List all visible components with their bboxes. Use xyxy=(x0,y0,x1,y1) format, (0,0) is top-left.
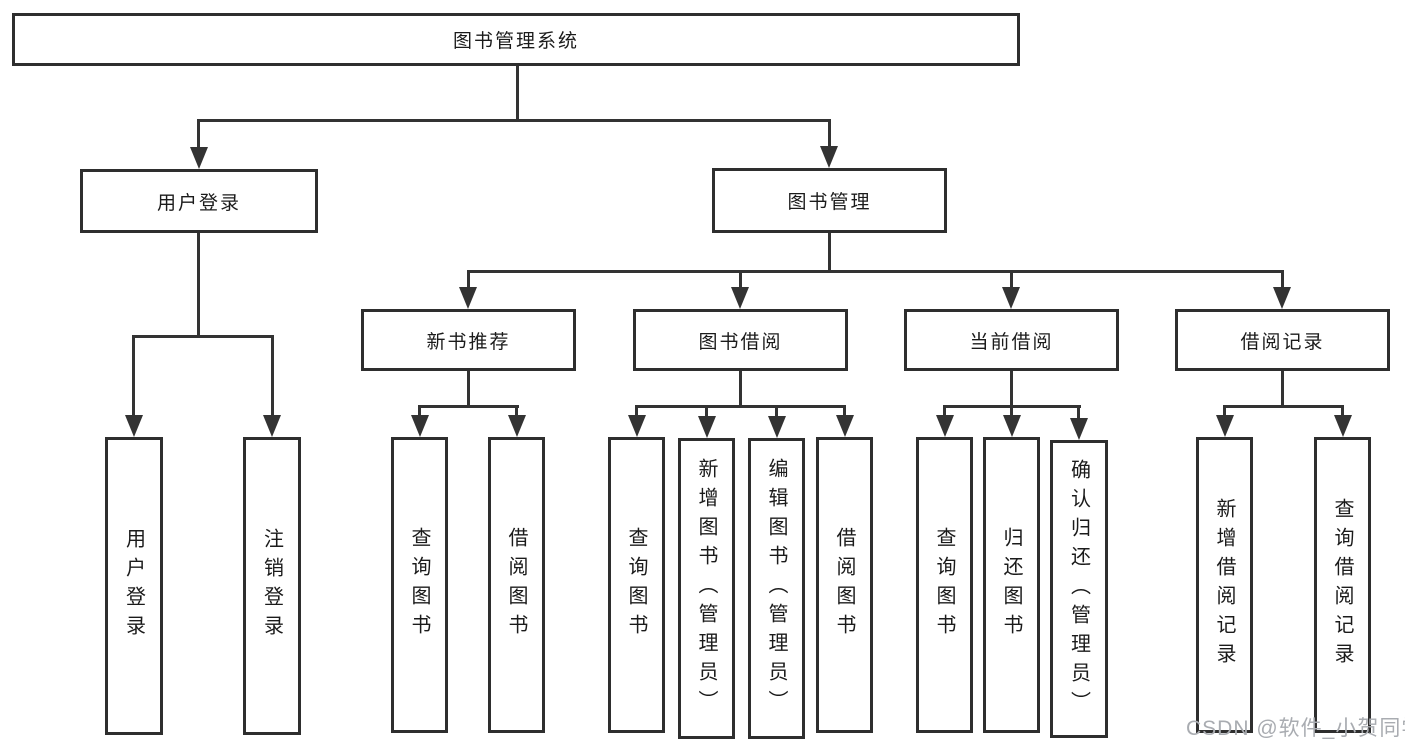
arrowhead-icon xyxy=(125,415,143,437)
leaf-borrowing-query-books: 查询图书 xyxy=(608,437,665,733)
connector-line xyxy=(197,119,200,149)
connector-line xyxy=(132,335,274,338)
connector-line xyxy=(197,119,831,122)
leaf-user-login: 用户登录 xyxy=(105,437,163,735)
leaf-borrowing-borrow-books: 借阅图书 xyxy=(816,437,873,733)
node-current-borrowing: 当前借阅 xyxy=(904,309,1119,371)
arrowhead-icon xyxy=(731,287,749,309)
connector-line xyxy=(132,335,135,415)
arrowhead-icon xyxy=(263,415,281,437)
connector-line xyxy=(705,405,708,418)
arrowhead-icon xyxy=(936,415,954,437)
leaf-logout-login: 注销登录 xyxy=(243,437,301,735)
arrowhead-icon xyxy=(836,415,854,437)
connector-line xyxy=(1077,405,1080,421)
connector-line xyxy=(1281,371,1284,407)
connector-line xyxy=(1010,270,1013,289)
node-library-management-system: 图书管理系统 xyxy=(12,13,1020,66)
arrowhead-icon xyxy=(1334,415,1352,437)
leaf-add-books-admin: 新增图书（管理员） xyxy=(678,438,735,739)
arrowhead-icon xyxy=(1070,418,1088,440)
connector-line xyxy=(739,270,742,289)
node-book-borrowing: 图书借阅 xyxy=(633,309,848,371)
node-new-book-recommendation: 新书推荐 xyxy=(361,309,576,371)
connector-line xyxy=(1341,405,1344,418)
leaf-edit-books-admin: 编辑图书（管理员） xyxy=(748,438,805,739)
arrowhead-icon xyxy=(1216,415,1234,437)
node-user-login: 用户登录 xyxy=(80,169,318,233)
arrowhead-icon xyxy=(411,415,429,437)
connector-line xyxy=(418,405,519,408)
csdn-watermark: CSDN @软件_小贺同学 xyxy=(1186,717,1405,740)
arrowhead-icon xyxy=(698,416,716,438)
arrowhead-icon xyxy=(768,416,786,438)
leaf-recommend-borrow-books: 借阅图书 xyxy=(488,437,545,733)
connector-line xyxy=(467,371,470,407)
leaf-query-borrow-record: 查询借阅记录 xyxy=(1314,437,1371,733)
arrowhead-icon xyxy=(628,415,646,437)
leaf-add-borrow-record: 新增借阅记录 xyxy=(1196,437,1253,733)
connector-line xyxy=(197,233,200,335)
connector-line xyxy=(516,66,519,119)
leaf-recommend-query-books: 查询图书 xyxy=(391,437,448,733)
node-borrowing-records: 借阅记录 xyxy=(1175,309,1390,371)
connector-line xyxy=(1223,405,1344,408)
connector-line xyxy=(635,405,846,408)
connector-line xyxy=(1010,405,1013,418)
connector-line xyxy=(635,405,638,418)
connector-line xyxy=(775,405,778,418)
arrowhead-icon xyxy=(190,147,208,169)
connector-line xyxy=(843,405,846,418)
connector-line xyxy=(1223,405,1226,418)
arrowhead-icon xyxy=(1273,287,1291,309)
arrowhead-icon xyxy=(459,287,477,309)
connector-line xyxy=(467,270,470,289)
leaf-return-books: 归还图书 xyxy=(983,437,1040,733)
arrowhead-icon xyxy=(1002,287,1020,309)
connector-line xyxy=(943,405,946,418)
node-book-management: 图书管理 xyxy=(712,168,947,233)
connector-line xyxy=(467,270,1284,273)
connector-line xyxy=(1281,270,1284,289)
connector-line xyxy=(828,119,831,149)
arrowhead-icon xyxy=(820,146,838,168)
connector-line xyxy=(271,335,274,415)
connector-line xyxy=(515,405,518,418)
leaf-current-query-books: 查询图书 xyxy=(916,437,973,733)
connector-line xyxy=(739,371,742,407)
leaf-confirm-return-admin: 确认归还（管理员） xyxy=(1050,440,1108,738)
arrowhead-icon xyxy=(508,415,526,437)
connector-line xyxy=(1010,371,1013,407)
arrowhead-icon xyxy=(1003,415,1021,437)
connector-line xyxy=(828,233,831,270)
connector-line xyxy=(418,405,421,418)
